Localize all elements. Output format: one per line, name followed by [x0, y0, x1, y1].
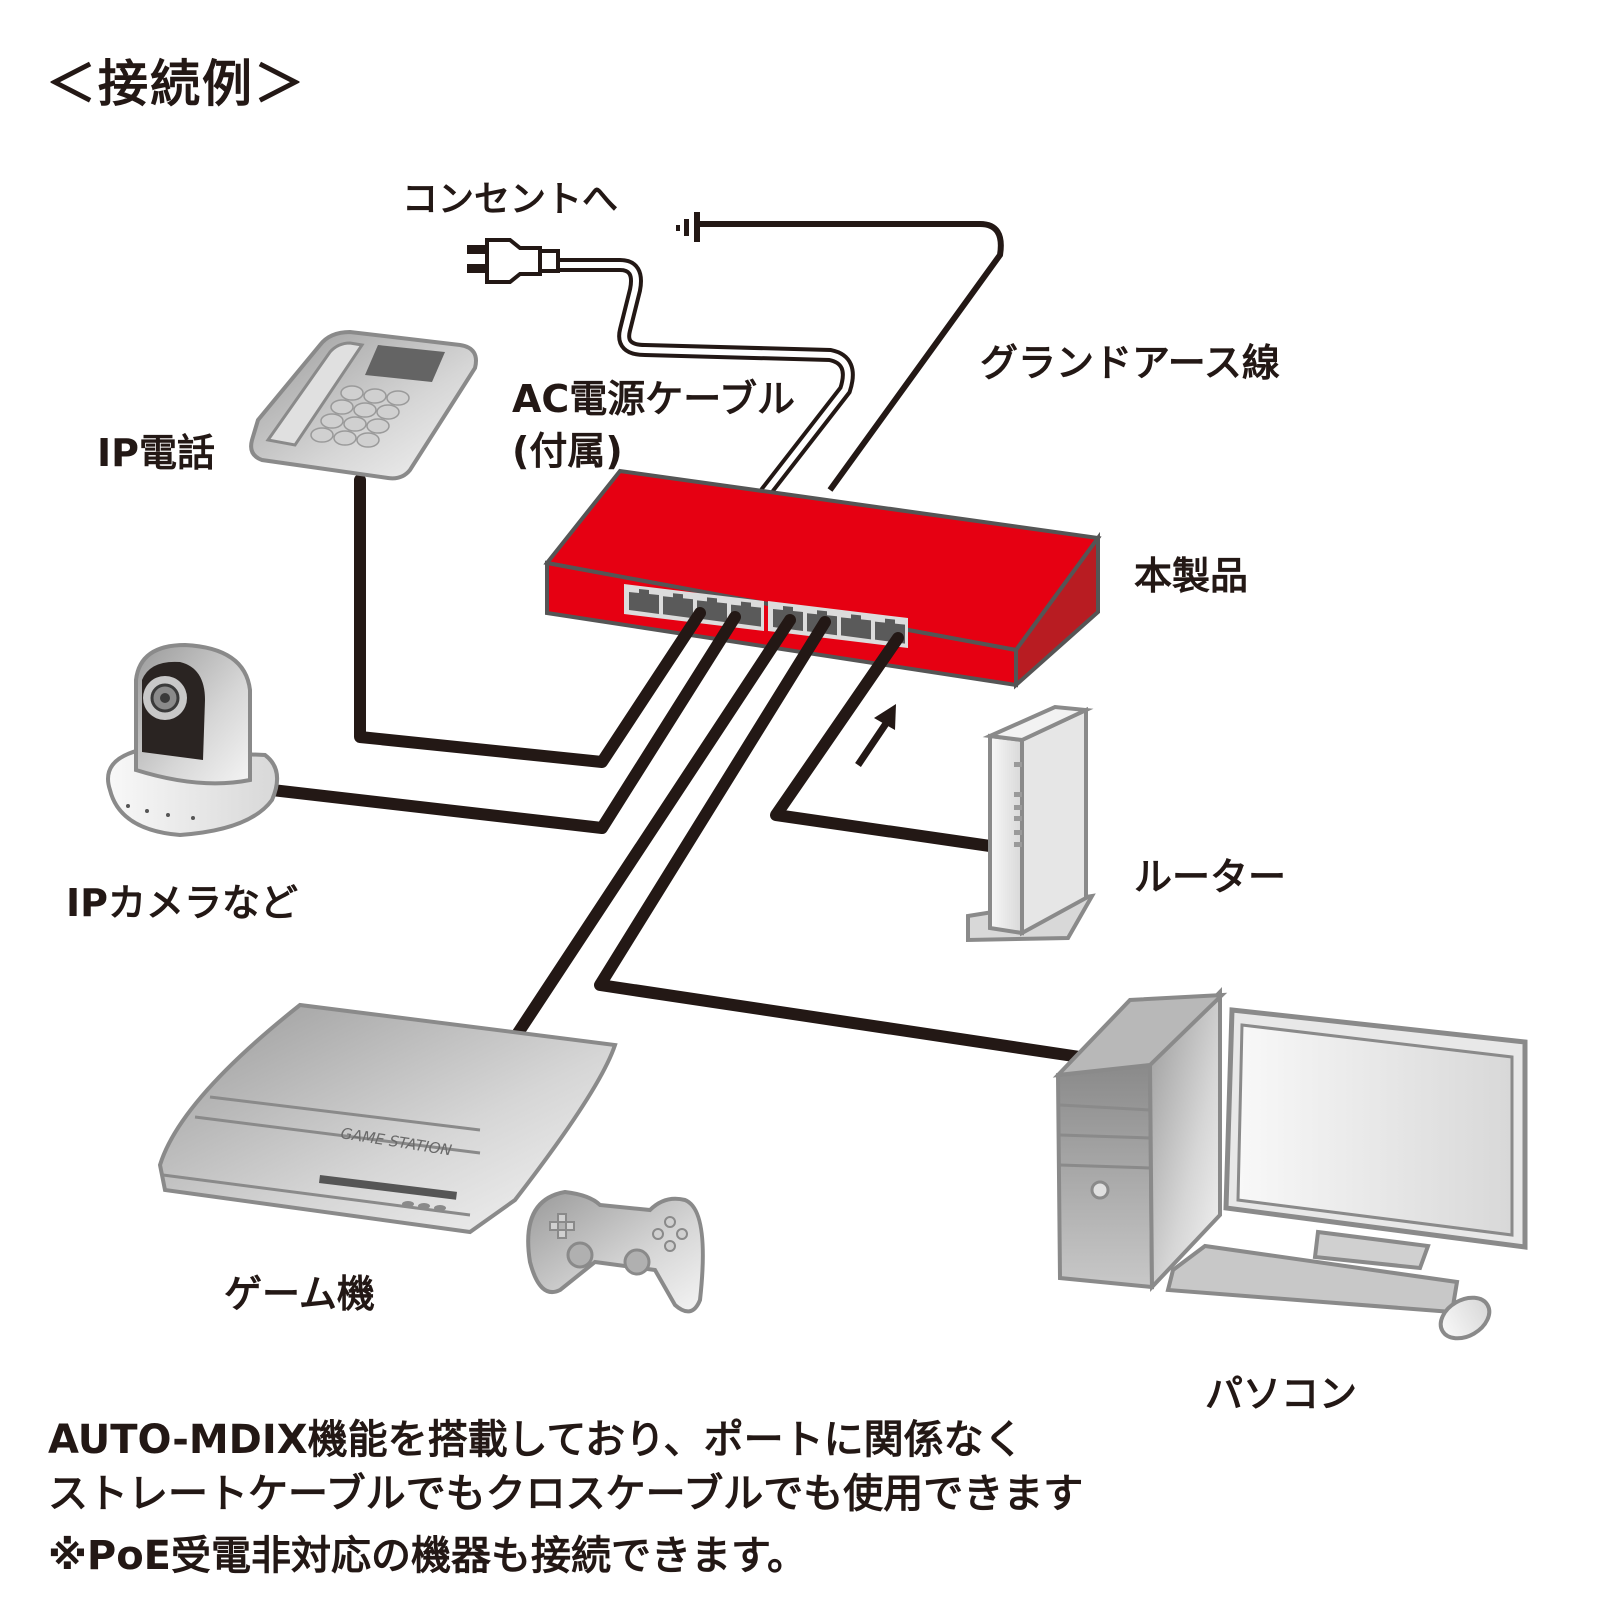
note-auto-mdix: AUTO-MDIX機能を搭載しており、ポートに関係なく — [48, 1417, 1024, 1463]
ethernet-port-1 — [629, 589, 659, 614]
page-title: ＜接続例＞ — [46, 55, 306, 113]
router-label: ルーター — [1134, 855, 1287, 899]
ground-wire — [676, 212, 1004, 492]
router-illustration — [966, 704, 1096, 943]
note-cable-types: ストレートケーブルでもクロスケーブルでも使用できます — [48, 1471, 1084, 1517]
ip-phone-illustration — [249, 329, 478, 481]
product-label: 本製品 — [1134, 554, 1249, 598]
ethernet-port-7 — [841, 614, 871, 640]
cable-pc — [594, 616, 1086, 1063]
note-poe: ※PoE受電非対応の機器も接続できます。 — [48, 1533, 808, 1579]
pc-illustration — [1052, 987, 1528, 1341]
outlet-label: コンセントへ — [402, 179, 619, 220]
pc-label: パソコン — [1205, 1372, 1358, 1416]
game-console-illustration: GAME STATION — [157, 1002, 618, 1235]
ground-wire-label: グランドアース線 — [980, 341, 1280, 385]
ac-cable-included-label: (付属) — [512, 429, 623, 473]
ip-phone-label: IP電話 — [97, 431, 215, 475]
plug-icon — [467, 238, 560, 284]
cable-router — [770, 632, 996, 852]
ip-camera-label: IPカメラなど — [66, 881, 298, 925]
network-switch — [543, 468, 1102, 690]
cable-ip-camera — [266, 611, 741, 834]
ac-power-cable — [467, 238, 855, 498]
ground-symbol-icon — [676, 212, 700, 242]
game-console-label: ゲーム機 — [224, 1272, 375, 1316]
ac-cable-label: AC電源ケーブル — [512, 377, 796, 421]
cable-ip-phone — [354, 474, 706, 768]
ip-camera-illustration — [106, 642, 280, 838]
uplink-arrow-icon — [855, 704, 896, 767]
ethernet-port-2 — [663, 593, 693, 619]
game-controller-icon — [526, 1189, 705, 1314]
cable-game-console — [512, 614, 796, 1039]
ethernet-cables — [266, 474, 1086, 1063]
